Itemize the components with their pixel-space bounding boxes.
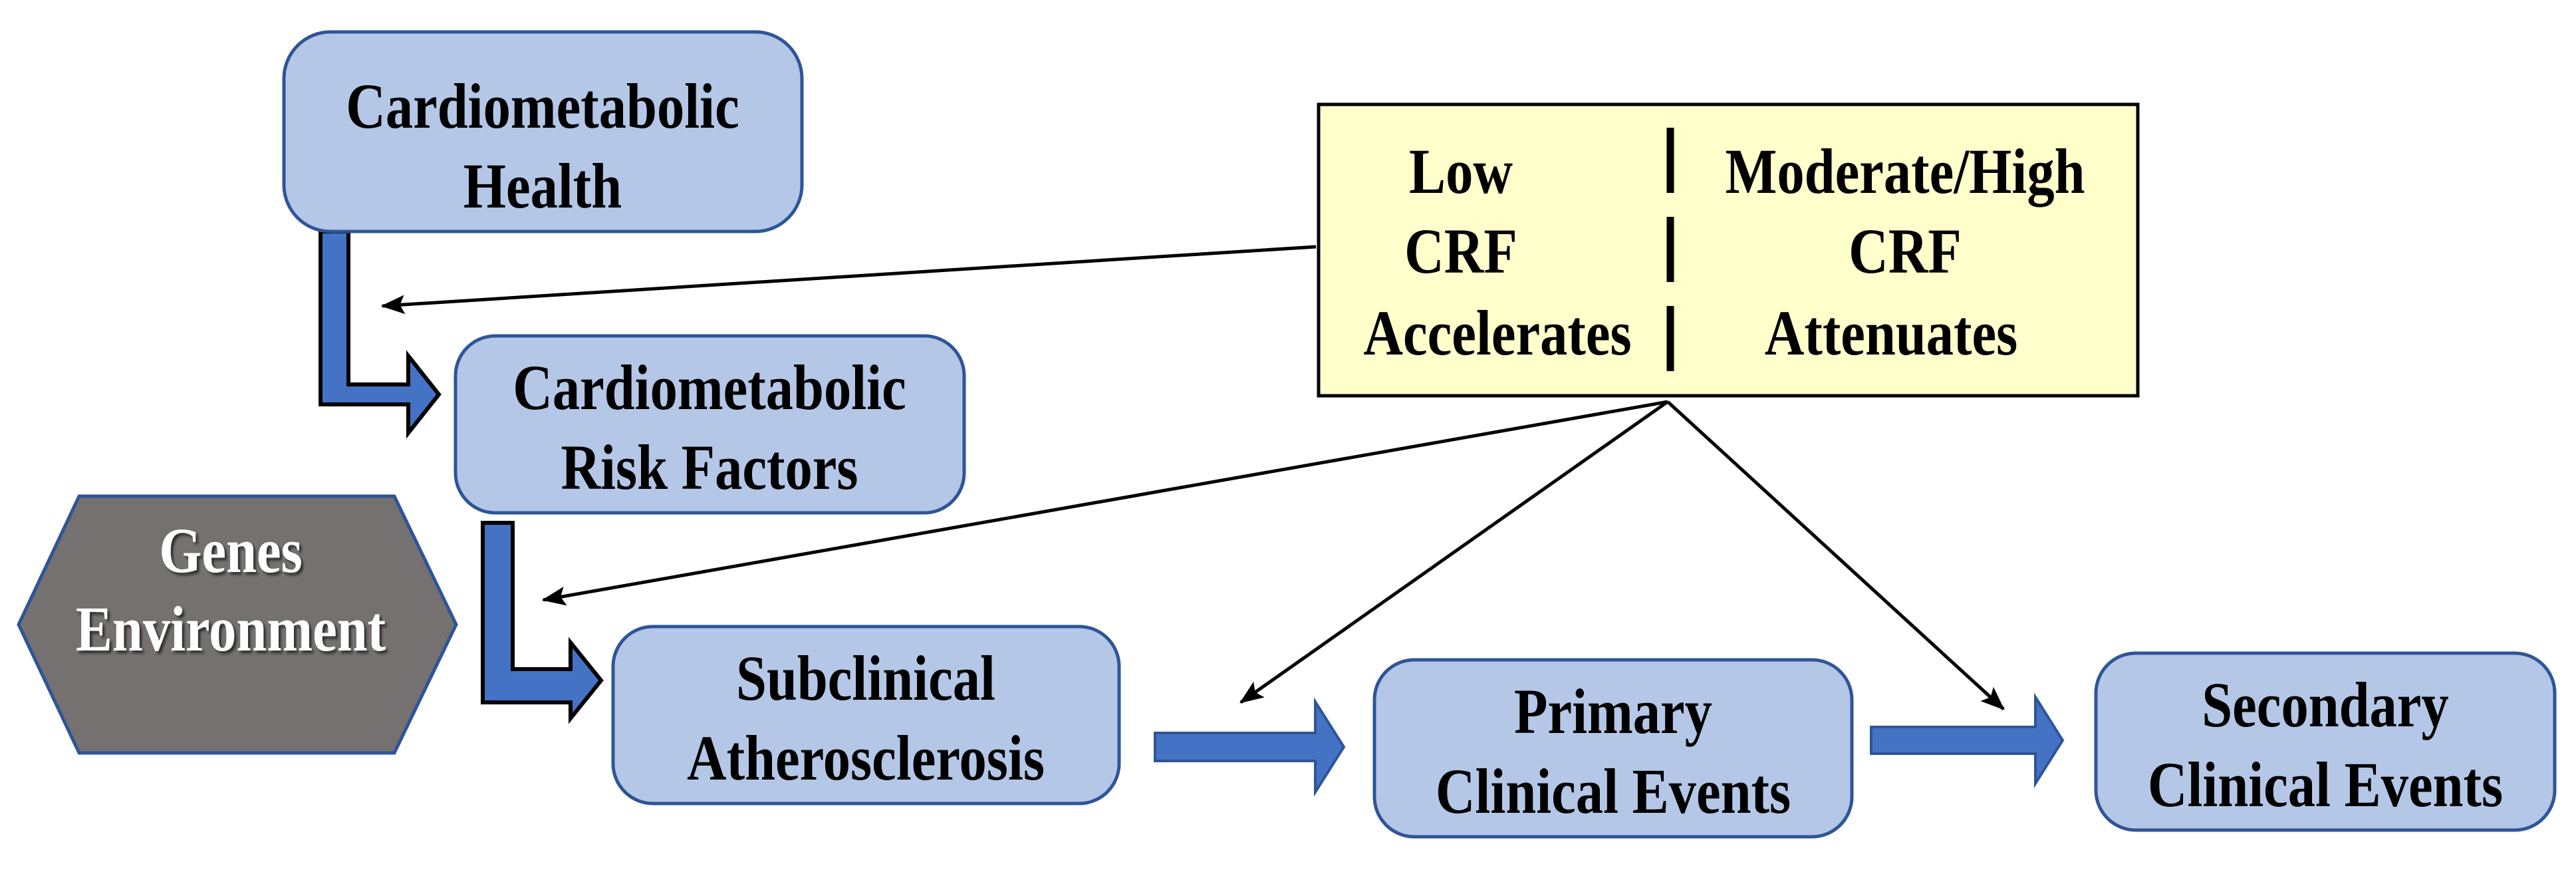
crf-right-line: Attenuates (1765, 298, 2018, 368)
node-label-line: Health (463, 151, 622, 221)
crf-right-line: CRF (1849, 216, 1962, 287)
node-subclinical-atherosclerosis: Subclinical Atherosclerosis (611, 625, 1121, 805)
block-arrow-subclinical-to-primary (1154, 697, 1346, 797)
node-primary-clinical-events: Primary Clinical Events (1372, 658, 1854, 839)
node-label-line: Environment (76, 594, 386, 664)
node-label-line: Clinical Events (2148, 750, 2503, 820)
node-label-line: Atherosclerosis (687, 723, 1045, 794)
node-cardiometabolic-health: Cardiometabolic Health (282, 30, 804, 233)
crf-left-line: Low (1409, 136, 1513, 207)
node-label-line: Clinical Events (1436, 756, 1791, 827)
node-label-line: Secondary (2202, 670, 2448, 740)
node-label-line: Primary (1514, 676, 1712, 747)
influence-arrow-to-risk-subclinical (541, 400, 1668, 606)
node-secondary-clinical-events: Secondary Clinical Events (2094, 651, 2557, 832)
node-label-line: Cardiometabolic (513, 353, 906, 423)
crf-left-line: CRF (1404, 216, 1517, 287)
influence-arrow-to-health-risk (380, 245, 1317, 315)
block-arrow-primary-to-secondary (1870, 692, 2065, 788)
crf-left-line: Accelerates (1363, 298, 1631, 368)
influence-arrow-to-primary-secondary (1666, 400, 2005, 710)
node-label-line: Risk Factors (561, 432, 858, 503)
elbow-arrow-risk-factors-to-subclinical (481, 521, 604, 724)
crf-right-line: Moderate/High (1725, 136, 2085, 207)
node-label-line: Genes (159, 515, 303, 586)
elbow-arrow-health-to-risk-factors (319, 229, 442, 439)
node-cardiometabolic-risk-factors: Cardiometabolic Risk Factors (453, 334, 966, 515)
node-label-line: Cardiometabolic (346, 71, 739, 142)
influence-arrow-to-subclinical-primary (1239, 400, 1669, 704)
crf-effect-box: Low CRF Accelerates Moderate/High CRF At… (1317, 102, 2140, 398)
node-genes-environment: Genes Environment (17, 494, 458, 755)
node-label-line: Subclinical (736, 643, 995, 714)
